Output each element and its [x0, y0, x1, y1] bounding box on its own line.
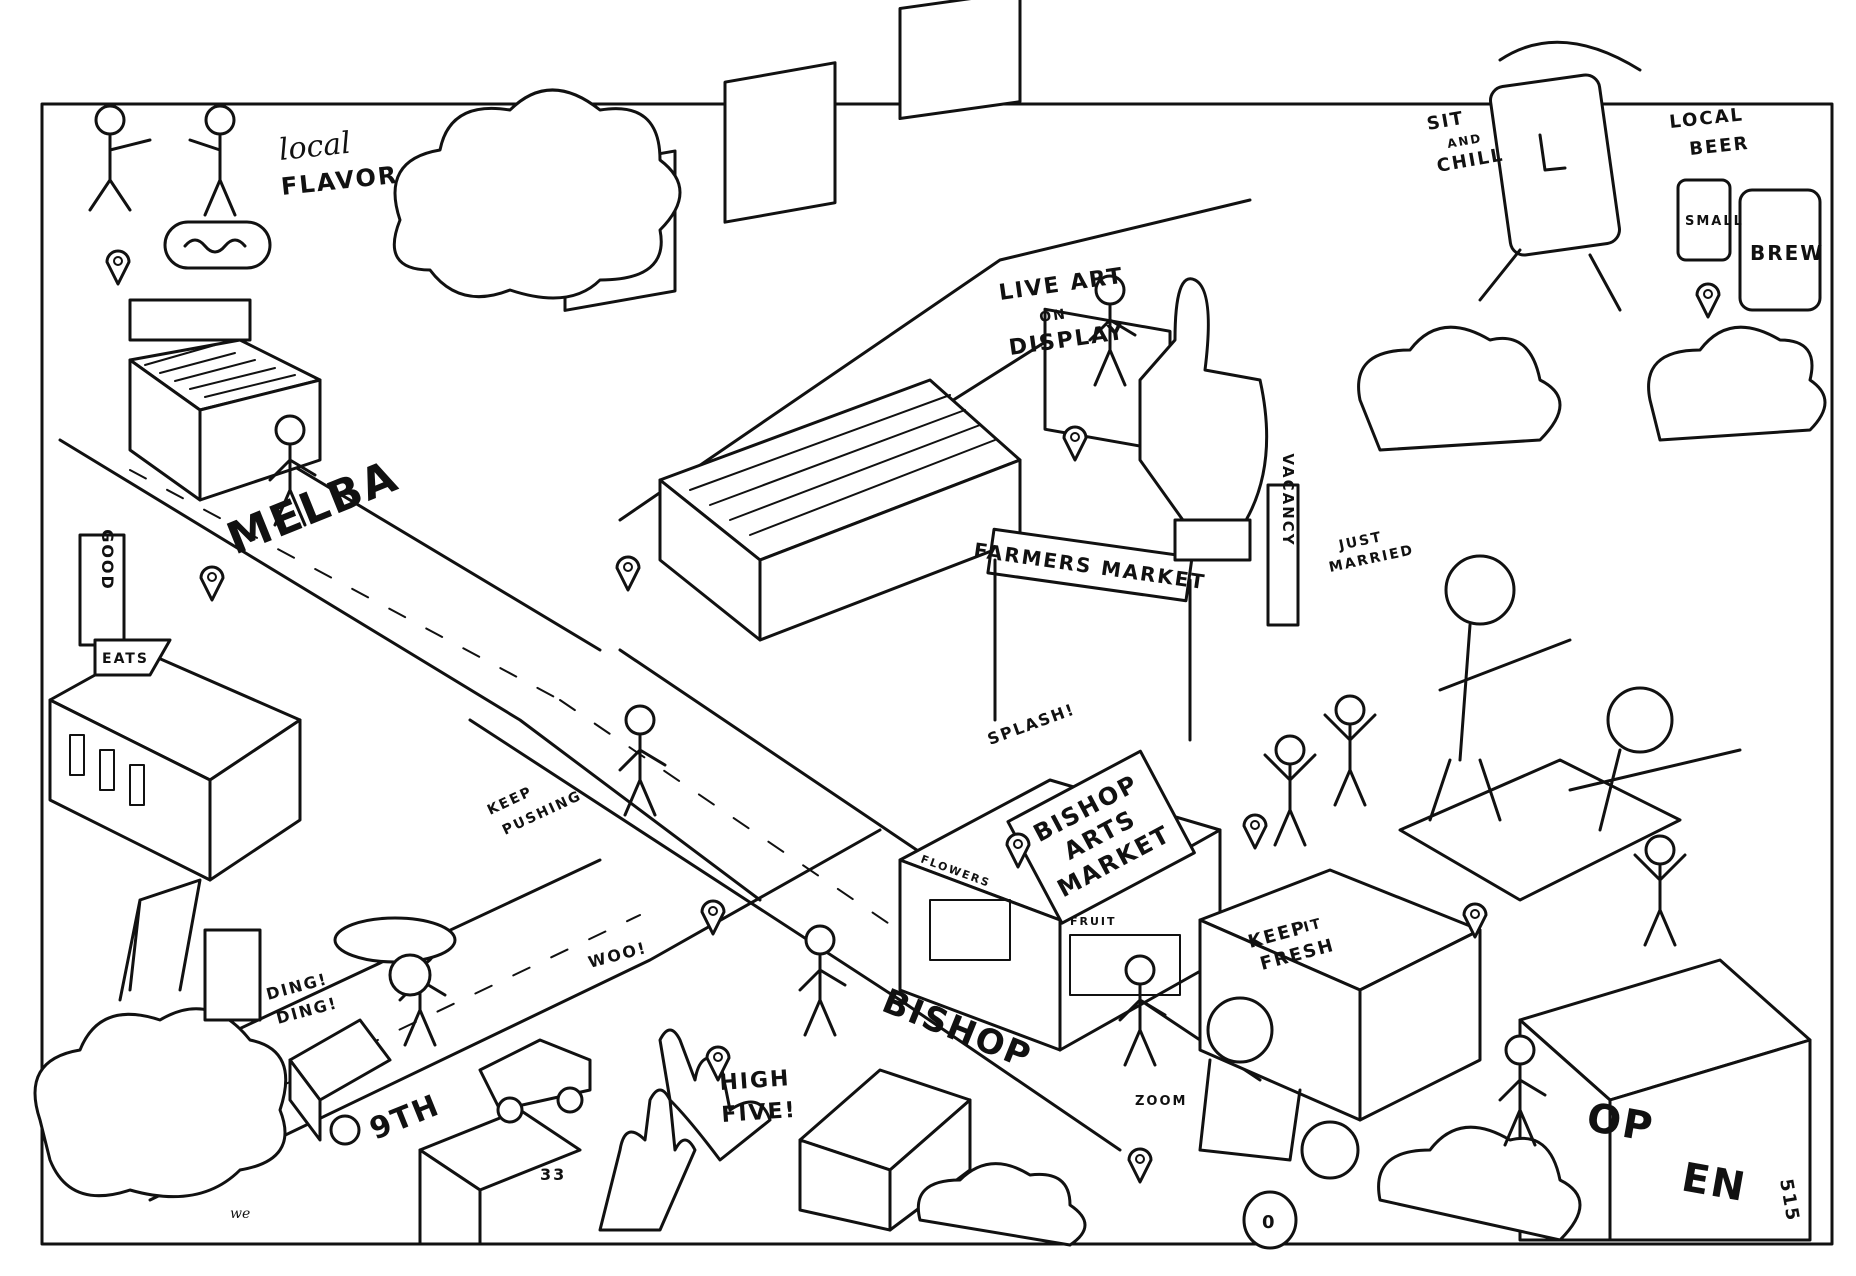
map-pin-icon[interactable] [615, 555, 641, 592]
high-five-label-2: FIVE! [721, 1098, 798, 1128]
small-label: SMALL [1685, 214, 1744, 229]
local-beer-label-1: LOCAL [1668, 104, 1745, 133]
map-pin-icon[interactable] [1127, 1147, 1153, 1184]
svg-text:GOOD: GOOD [98, 529, 117, 591]
scooter-wheel-zero: 0 [1262, 1212, 1277, 1233]
high-five-label-1: HIGH [719, 1066, 792, 1096]
brew-label: BREW [1750, 241, 1824, 265]
open-sign-bottom: EN [1678, 1155, 1750, 1212]
map-pin-icon[interactable] [1242, 813, 1268, 850]
thumbs-up-statue [1138, 277, 1269, 562]
car [478, 1038, 592, 1124]
bishop-arts-market-sign: BISHOP ARTS MARKET [1006, 749, 1196, 925]
beer-tanks [1676, 178, 1822, 312]
bottom-house [798, 1068, 972, 1232]
zoom-label: ZOOM [1135, 1094, 1187, 1109]
signature-we: we [230, 1206, 250, 1222]
local-beer-label-2: BEER [1688, 133, 1750, 160]
fruit-label: FRUIT [1070, 915, 1117, 928]
map-pin-icon[interactable] [199, 565, 225, 602]
good-eats-building [48, 648, 302, 882]
woo-label: WOO! [586, 938, 649, 972]
splash-label: SPLASH! [985, 699, 1078, 748]
map-pins [105, 249, 1721, 1184]
phone-character [1478, 40, 1642, 312]
art-billboard-2 [723, 61, 837, 224]
farmers-market-banner: FARMERS MARKET [972, 527, 1207, 603]
art-billboard-3 [898, 0, 1022, 121]
swing-set [118, 878, 262, 1022]
sit-chill-label-3: CHILL [1435, 144, 1506, 176]
trees [33, 88, 1827, 1247]
food-cart [288, 916, 457, 1146]
scooter-rider: 0 [1198, 996, 1360, 1250]
corndog-sign [163, 220, 272, 270]
house-number-33: 33 [540, 1165, 566, 1184]
sit-chill-label-1: SIT [1425, 108, 1466, 135]
keep-it-fresh-building [1198, 868, 1482, 1122]
map-pin-icon[interactable] [1462, 902, 1488, 939]
svg-text:EATS: EATS [102, 651, 149, 667]
bottom-left-house [418, 1108, 582, 1246]
map-pin-icon[interactable] [105, 249, 131, 286]
map-pin-icon[interactable] [700, 899, 726, 936]
musicians-stage [1398, 554, 1742, 902]
sit-chill-label-2: AND [1446, 131, 1483, 151]
map-pin-icon[interactable] [1062, 425, 1088, 462]
vacancy-sign: VACANCY [1266, 453, 1300, 627]
shop-sign-board [128, 298, 252, 342]
map-pin-icon[interactable] [705, 1045, 731, 1082]
good-eats-sign: GOOD EATS [78, 529, 172, 677]
high-five-hands [598, 1028, 772, 1232]
keep-fresh-label-2: IT [1302, 916, 1324, 936]
map-pin-icon[interactable] [1695, 282, 1721, 319]
live-art-label-2: ON [1038, 306, 1068, 326]
svg-text:VACANCY: VACANCY [1279, 453, 1297, 546]
banner-poles [993, 558, 1192, 742]
local-flavor-label-1: local [277, 126, 352, 168]
people [88, 104, 1687, 1147]
ninth-street-label: 9TH [365, 1088, 445, 1148]
market-hall [658, 378, 1022, 642]
map-pin-icon[interactable] [1005, 832, 1031, 869]
local-flavor-label-2: FLAVOR [280, 161, 400, 201]
